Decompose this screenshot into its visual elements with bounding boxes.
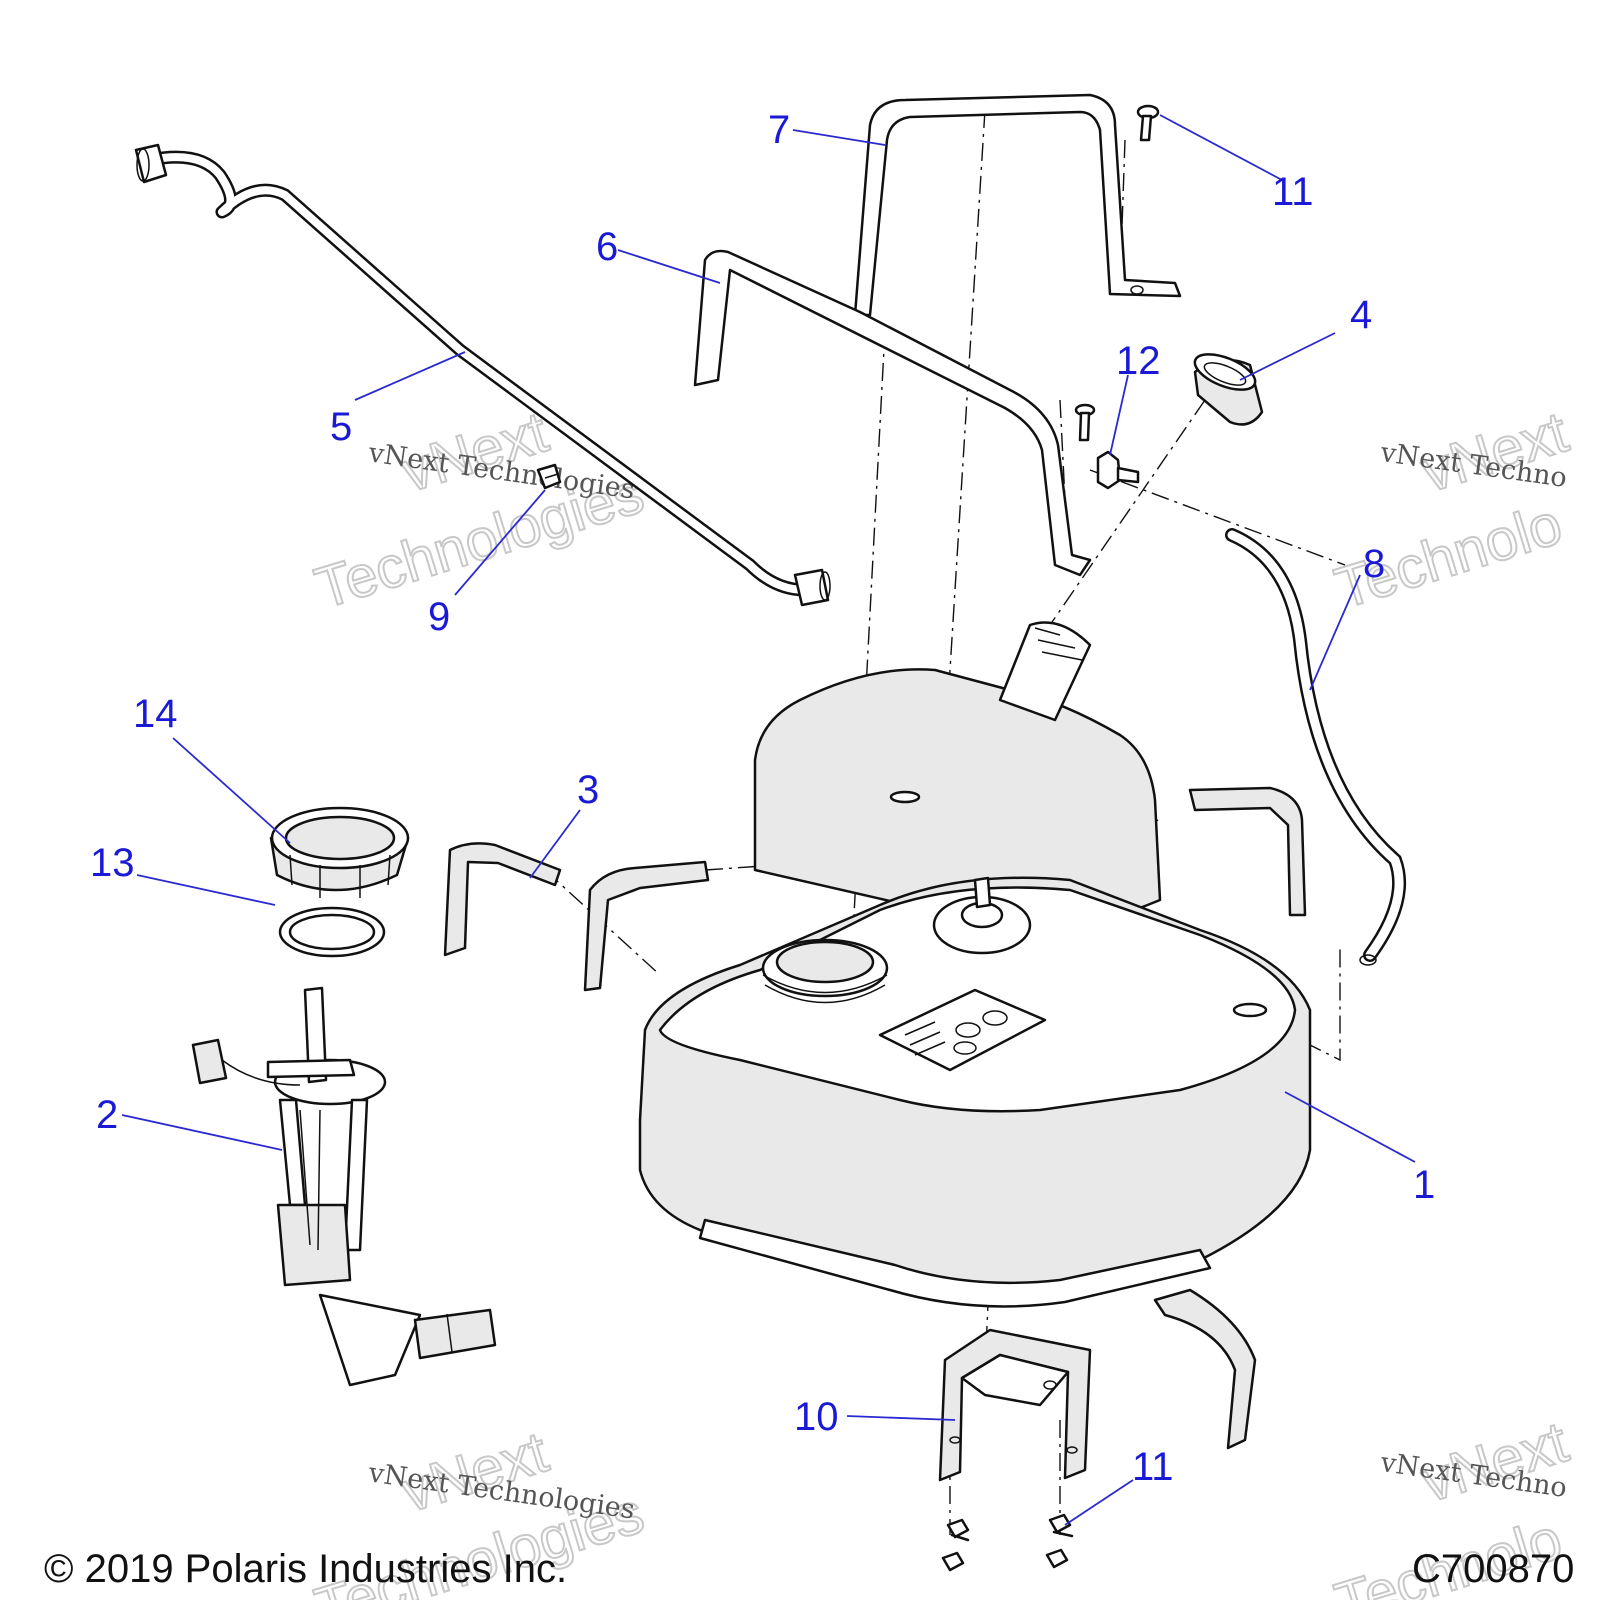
callout-labels: 1 2 3 4 5 6 7 8 9 10 11 11 12 13 14 — [90, 108, 1435, 1489]
part-4-fuel-cap — [1193, 353, 1264, 426]
part-3-pad-left — [443, 842, 562, 957]
callout-1: 1 — [1413, 1163, 1435, 1207]
part-9-line-clip — [536, 463, 562, 490]
part-1-fuel-tank — [638, 621, 1312, 1308]
callout-7: 7 — [768, 108, 790, 152]
part-14-lock-ring — [269, 806, 410, 898]
callout-4: 4 — [1350, 293, 1372, 337]
callout-11-bottom: 11 — [1132, 1445, 1174, 1489]
part-10-bracket — [938, 1328, 1092, 1482]
part-11-bolt-top — [1136, 104, 1160, 142]
part-3-pad-mid — [583, 860, 710, 992]
callout-3: 3 — [577, 768, 599, 812]
watermark-right-top: vNext Technolo vNext Techno — [1327, 398, 1576, 622]
callout-11-top: 11 — [1272, 170, 1314, 214]
copyright-text: © 2019 Polaris Industries Inc. — [44, 1547, 567, 1591]
watermark-left-top: vNext Technologies vNext Technologies — [307, 398, 652, 622]
callout-14: 14 — [133, 692, 178, 736]
part-2-fuel-pump-module — [191, 986, 497, 1387]
part-13-seal — [278, 906, 386, 958]
part-12-vent-valve — [1074, 403, 1140, 490]
callout-5: 5 — [330, 405, 352, 449]
callout-6: 6 — [596, 225, 618, 269]
part-3-pad-right-lower — [1153, 1288, 1257, 1450]
callout-8: 8 — [1363, 542, 1385, 586]
part-6-lower-strap — [693, 249, 1092, 577]
part-11-bolts-bottom — [941, 1513, 1074, 1572]
callout-10: 10 — [794, 1395, 839, 1439]
callout-12: 12 — [1116, 339, 1161, 383]
part-8-hose — [1225, 528, 1407, 966]
leader-lines — [121, 114, 1416, 1526]
part-7-upper-strap — [853, 93, 1182, 317]
part-5-vent-line — [134, 143, 831, 607]
callout-2: 2 — [96, 1093, 118, 1137]
callout-9: 9 — [428, 595, 450, 639]
part-3-pad-right-upper — [1188, 786, 1307, 917]
diagram-id: C700870 — [1412, 1547, 1574, 1591]
callout-13: 13 — [90, 841, 135, 885]
